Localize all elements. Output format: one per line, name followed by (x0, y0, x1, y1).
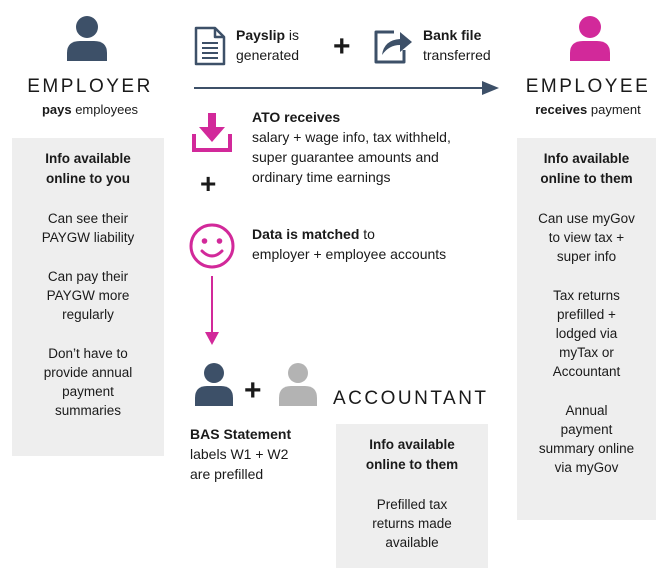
item-line: summary online (538, 441, 635, 456)
ato-receives-text: ATO receives salary + wage info, tax wit… (252, 107, 451, 187)
employer-item-2: Can pay their PAYGW more regularly (12, 267, 164, 324)
plus-sign: + (244, 374, 262, 407)
payslip-line2: generated (236, 47, 300, 63)
flow-arrow (194, 81, 499, 95)
bas-bold: BAS Statement (190, 426, 292, 442)
item-line: Prefilled tax (376, 497, 448, 512)
employer-subtitle: pays employees (10, 102, 170, 117)
item-line: Accountant (552, 364, 621, 379)
heading-line: online to them (365, 457, 459, 472)
accountant-item-1: Prefilled tax returns made available (336, 495, 488, 552)
item-line: super info (556, 249, 617, 264)
item-line: returns made (372, 516, 452, 531)
item-line: Can use myGov (538, 211, 635, 226)
share-arrow-icon (374, 30, 412, 64)
item-line: prefilled + (557, 307, 616, 322)
bas-statement-text: BAS Statement labels W1 + W2 are prefill… (190, 424, 291, 484)
payslip-bold: Payslip (236, 27, 286, 43)
bas-line: are prefilled (190, 466, 264, 482)
payslip-rest: is (285, 27, 300, 43)
item-line: lodged via (555, 326, 618, 341)
document-icon (194, 26, 226, 66)
employee-item-1: Can use myGov to view tax + super info (517, 209, 656, 266)
item-line: Tax returns (553, 288, 620, 303)
match-rest: to (359, 226, 375, 242)
item-line: myTax or (559, 345, 614, 360)
bas-person-icon (195, 363, 233, 406)
item-line: Don’t have to (48, 346, 128, 361)
heading-line: Info available (45, 151, 131, 166)
heading-line: Info available (543, 151, 630, 166)
item-line: available (385, 535, 439, 550)
item-line: payment (62, 384, 114, 399)
ato-line: super guarantee amounts and (252, 149, 439, 165)
employee-subtitle: receives payment (518, 102, 658, 117)
employer-info-card: Info available online to you Can see the… (12, 138, 164, 456)
employee-person-icon (570, 16, 610, 61)
bas-line: labels W1 + W2 (190, 446, 289, 462)
item-line: to view tax + (548, 230, 625, 245)
ato-line: ordinary time earnings (252, 169, 391, 185)
item-line: provide annual (43, 365, 133, 380)
accountant-card-heading: Info available online to them (336, 435, 488, 475)
download-tray-icon (192, 113, 232, 152)
item-line: Annual (565, 403, 608, 418)
item-line: Can see their (47, 211, 129, 226)
bank-bold: Bank file (423, 27, 482, 43)
employee-item-3: Annual payment summary online via myGov (517, 401, 656, 477)
match-bold: Data is matched (252, 226, 360, 242)
heading-line: online to you (46, 171, 130, 186)
employer-card-heading: Info available online to you (12, 149, 164, 189)
ato-line: salary + wage info, tax withheld, (252, 129, 451, 145)
item-line: PAYGW more (46, 288, 130, 303)
employee-item-2: Tax returns prefilled + lodged via myTax… (517, 286, 656, 381)
item-line: summaries (54, 403, 121, 418)
employee-card-heading: Info available online to them (517, 149, 656, 189)
item-line: PAYGW liability (41, 230, 135, 245)
accountant-info-card: Info available online to them Prefilled … (336, 424, 488, 568)
item-line: Can pay their (47, 269, 129, 284)
item-line: via myGov (554, 460, 619, 475)
ato-bold: ATO receives (252, 109, 341, 125)
item-line: regularly (62, 307, 114, 322)
plus-sign: + (333, 30, 351, 63)
accountant-title: ACCOUNTANT (333, 388, 489, 409)
payslip-label: Payslip is generated (236, 25, 299, 65)
match-line2: employer + employee accounts (252, 246, 447, 262)
employee-sub-rest: payment (587, 102, 641, 117)
employer-title: EMPLOYER (27, 76, 153, 97)
employee-title: EMPLOYEE (525, 76, 651, 97)
accountant-person-icon (279, 363, 317, 406)
employee-sub-bold: receives (535, 102, 588, 117)
heading-line: Info available (369, 437, 455, 452)
heading-line: online to them (540, 171, 633, 186)
down-arrow (205, 276, 219, 345)
employer-sub-bold: pays (41, 102, 72, 117)
employer-person-icon (67, 16, 107, 61)
item-line: payment (560, 422, 613, 437)
employer-item-3: Don’t have to provide annual payment sum… (12, 344, 164, 420)
plus-sign: + (200, 168, 217, 199)
employer-item-1: Can see their PAYGW liability (12, 209, 164, 247)
bank-rest: transferred (423, 47, 491, 63)
employee-info-card: Info available online to them Can use my… (517, 138, 656, 520)
bank-file-label: Bank file transferred (423, 25, 491, 65)
data-matched-text: Data is matched to employer + employee a… (252, 224, 446, 264)
employer-sub-rest: employees (71, 102, 139, 117)
smiley-icon (189, 223, 235, 269)
